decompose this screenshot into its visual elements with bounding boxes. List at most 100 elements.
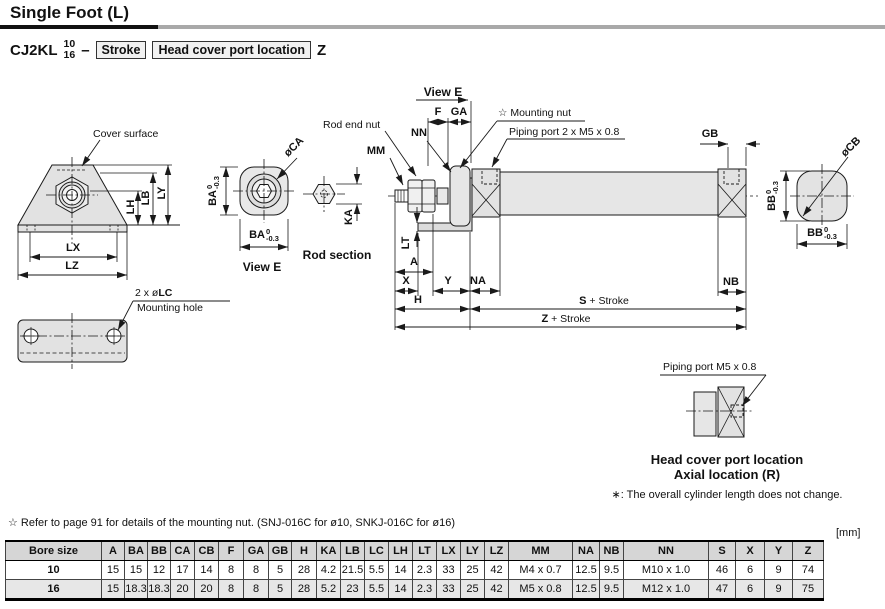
- table-cell: 28: [291, 560, 317, 580]
- table-cell: 12.5: [572, 579, 600, 600]
- tol-top: 0: [265, 226, 271, 236]
- table-cell: 5.5: [364, 560, 389, 580]
- table-header-cell: LB: [340, 540, 365, 561]
- bore-10: 10: [63, 37, 76, 50]
- piping-port-m5-label: Piping port M5 x 0.8: [663, 361, 757, 373]
- foot-front-view: [17, 139, 180, 280]
- table-cell: 75: [792, 579, 824, 600]
- table-cell: 74: [792, 560, 824, 580]
- dim-ka: KA: [343, 209, 355, 225]
- table-header-cell: KA: [316, 540, 341, 561]
- bore-16: 16: [63, 49, 76, 61]
- table-cell: 42: [484, 560, 509, 580]
- table-header-cell: NA: [572, 540, 600, 561]
- title-rule-gray: [158, 25, 885, 29]
- table-cell: 18.3: [147, 579, 171, 600]
- table-header-cell: H: [291, 540, 317, 561]
- table-header-cell: MM: [508, 540, 573, 561]
- rod-section-view: [303, 167, 362, 221]
- dim-h: H: [414, 294, 422, 306]
- table-cell: 25: [460, 560, 485, 580]
- tol-bottom: -0.3: [212, 176, 221, 190]
- title-rule-black: [0, 25, 158, 29]
- mounting-hole-label: Mounting hole: [137, 302, 203, 314]
- table-cell: 9.5: [599, 560, 624, 580]
- table-cell: 16: [5, 579, 102, 600]
- bb-text: BB: [766, 195, 778, 211]
- table-cell: 5: [268, 579, 292, 600]
- table-cell: 14: [194, 560, 219, 580]
- table-cell: 9: [764, 560, 793, 580]
- table-cell: 21.5: [340, 560, 365, 580]
- table-header-cell: GA: [243, 540, 269, 561]
- upper-dimensions: [384, 96, 760, 186]
- table-cell: 14: [388, 560, 413, 580]
- table-cell: 28: [291, 579, 317, 600]
- table-header-cell: NN: [623, 540, 709, 561]
- plus-stroke-text: + Stroke: [586, 295, 629, 307]
- table-cell: 2.3: [412, 579, 437, 600]
- dim-z-stroke: Z + Stroke: [506, 313, 626, 325]
- model-prefix: CJ2KL: [10, 41, 58, 59]
- dim-nb: NB: [723, 276, 739, 288]
- dim-ga: GA: [450, 106, 468, 118]
- table-cell: 18.3: [124, 579, 148, 600]
- axial-port-view: [660, 374, 767, 438]
- table-cell: 8: [243, 560, 269, 580]
- table-cell: 9: [764, 579, 793, 600]
- plus-stroke-text: + Stroke: [548, 313, 591, 325]
- dim-ly: LY: [156, 186, 168, 200]
- z-text: Z: [541, 313, 549, 325]
- table-cell: 33: [436, 560, 461, 580]
- lc-prefix: 2 x ø: [135, 287, 159, 299]
- dim-a: A: [410, 256, 418, 268]
- dim-x: X: [402, 275, 410, 287]
- table-cell: 20: [170, 579, 195, 600]
- bore-fraction: 10 16: [63, 37, 76, 61]
- dim-mm: MM: [366, 145, 386, 157]
- table-header-cell: LZ: [484, 540, 509, 561]
- model-suffix: Z: [317, 41, 327, 59]
- tol-bottom: -0.3: [265, 234, 279, 243]
- table-cell: M12 x 1.0: [623, 579, 709, 600]
- dim-lt: LT: [400, 236, 412, 250]
- table-cell: 15: [101, 579, 125, 600]
- table-cell: 47: [708, 579, 736, 600]
- dim-s-stroke: S + Stroke: [544, 295, 664, 307]
- table-cell: 20: [194, 579, 219, 600]
- bb-tolerance: 0 -0.3: [823, 224, 837, 241]
- table-cell: 46: [708, 560, 736, 580]
- ba-tolerance: 0 -0.3: [205, 176, 222, 190]
- dim-f: F: [434, 106, 442, 118]
- table-cell: 8: [243, 579, 269, 600]
- table-cell: 2.3: [412, 560, 437, 580]
- mounting-nut-footnote: ☆ Refer to page 91 for details of the mo…: [8, 517, 456, 529]
- table-header-cell: BB: [147, 540, 171, 561]
- rod-end-nut-label: Rod end nut: [323, 119, 381, 131]
- dim-gb: GB: [701, 128, 719, 140]
- table-header-cell: S: [708, 540, 736, 561]
- tol-top: 0: [823, 224, 829, 234]
- model-number-line: CJ2KL 10 16 – Stroke Head cover port loc…: [10, 36, 326, 64]
- view-e-view: [220, 157, 298, 251]
- table-cell: 17: [170, 560, 195, 580]
- dim-lx: LX: [65, 242, 81, 254]
- table-cell: 8: [218, 560, 244, 580]
- bb-text: BB: [807, 227, 823, 239]
- table-header-cell: Bore size: [5, 540, 102, 561]
- lc-label: 2 x øLC: [135, 287, 172, 299]
- dim-ba-horizontal: BA 0 -0.3: [238, 226, 290, 243]
- table-header-cell: LH: [388, 540, 413, 561]
- head-cover-port-location-box: Head cover port location: [152, 41, 312, 59]
- table-cell: 23: [340, 579, 365, 600]
- table-header-cell: LX: [436, 540, 461, 561]
- mounting-hole-view: [17, 300, 230, 369]
- table-cell: 9.5: [599, 579, 624, 600]
- table-header-cell: Y: [764, 540, 793, 561]
- table-cell: 25: [460, 579, 485, 600]
- table-header-cell: CB: [194, 540, 219, 561]
- stroke-box: Stroke: [95, 41, 147, 59]
- table-cell: 42: [484, 579, 509, 600]
